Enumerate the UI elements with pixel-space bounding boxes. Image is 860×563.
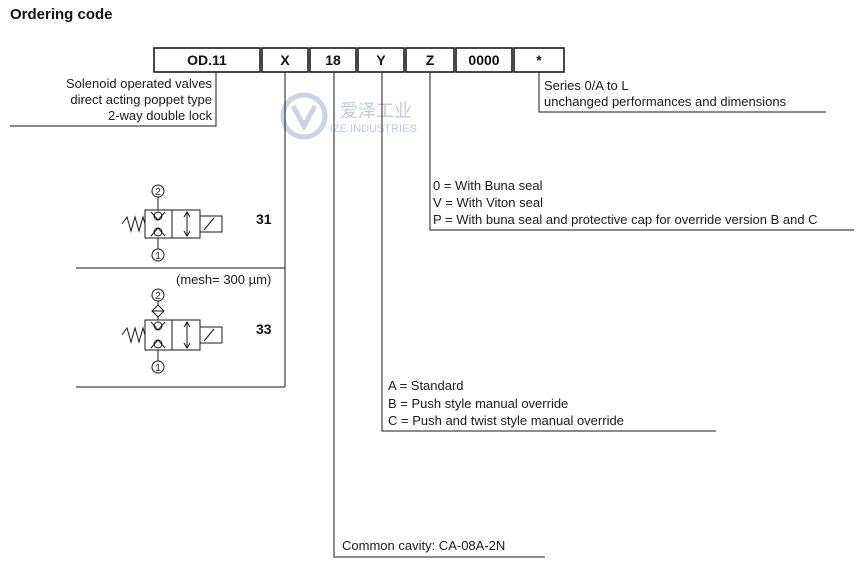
port-label: 2 xyxy=(155,291,161,302)
code-field-series: * xyxy=(536,52,542,68)
watermark: 爱泽工业 IZE INDUSTRIES xyxy=(280,92,417,140)
series-description: Series 0/A to L unchanged performances a… xyxy=(544,78,787,109)
watermark-logo-icon xyxy=(280,92,328,140)
desc-line: 2-way double lock xyxy=(108,108,213,123)
code-field-od11: OD.11 xyxy=(187,52,227,68)
code-field-y: Y xyxy=(376,52,386,68)
code-field-18: 18 xyxy=(325,52,341,68)
code-field-0000: 0000 xyxy=(468,52,499,68)
mesh-note: (mesh= 300 µm) xyxy=(176,272,271,287)
symbol-code-31: 31 xyxy=(256,211,272,227)
override-option: C = Push and twist style manual override xyxy=(388,413,624,428)
seal-option: 0 = With Buna seal xyxy=(433,178,543,193)
watermark-text: 爱泽工业 xyxy=(340,101,412,122)
watermark-subtext: IZE INDUSTRIES xyxy=(330,123,417,135)
code-boxes: OD.11 X 18 Y Z 0000 * xyxy=(153,47,565,73)
override-options: A = Standard B = Push style manual overr… xyxy=(388,378,624,428)
valve-symbol-33: 2 1 xyxy=(121,288,223,374)
cavity-description: Common cavity: CA-08A-2N xyxy=(342,538,505,553)
seal-options: 0 = With Buna seal V = With Viton seal P… xyxy=(433,178,818,227)
desc-line: unchanged performances and dimensions xyxy=(544,94,787,109)
port-label: 1 xyxy=(155,251,161,262)
code-field-z: Z xyxy=(426,52,435,68)
code-box-18 xyxy=(309,47,357,73)
override-option: A = Standard xyxy=(388,378,464,393)
override-option: B = Push style manual override xyxy=(388,396,568,411)
desc-line: Series 0/A to L xyxy=(544,78,629,93)
page-title: Ordering code xyxy=(10,6,113,23)
od11-description: Solenoid operated valves direct acting p… xyxy=(66,76,212,123)
desc-line: direct acting poppet type xyxy=(70,92,212,107)
code-box-od11 xyxy=(153,47,261,73)
code-box-y xyxy=(357,47,405,73)
symbol-code-33: 33 xyxy=(256,321,272,337)
valve-symbol-31: 2 1 xyxy=(121,184,223,262)
leader-lines xyxy=(10,72,854,558)
seal-option: V = With Viton seal xyxy=(433,195,543,210)
code-field-x: X xyxy=(280,52,290,68)
code-box-series xyxy=(513,47,565,73)
seal-option: P = With buna seal and protective cap fo… xyxy=(433,212,818,227)
port-label: 1 xyxy=(155,363,161,374)
desc-line: Solenoid operated valves xyxy=(66,76,212,91)
port-label: 2 xyxy=(155,187,161,198)
code-box-0000 xyxy=(455,47,513,73)
